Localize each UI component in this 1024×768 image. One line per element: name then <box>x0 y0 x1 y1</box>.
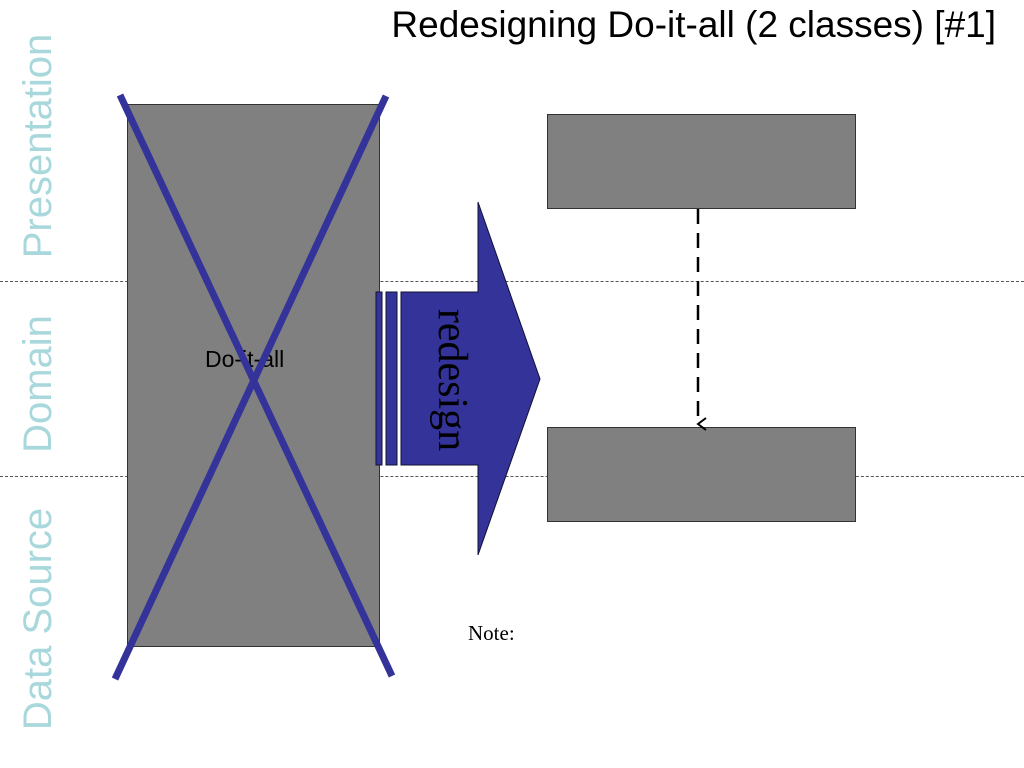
arrow-stripe <box>375 291 383 466</box>
arrow-stripe <box>385 291 398 466</box>
arrow-body <box>400 201 541 556</box>
note-label: Note: <box>468 621 515 645</box>
redesign-arrow-label: redesign <box>429 308 475 452</box>
slide-title: Redesigning Do-it-all (2 classes) [#1] <box>391 4 996 45</box>
domain-class-box <box>547 427 856 522</box>
cross-line <box>111 94 390 681</box>
cross-line <box>116 93 396 678</box>
layer-divider-presentation-domain <box>0 281 1024 282</box>
cross-out-mark <box>111 93 396 681</box>
layer-divider-domain-data-source <box>0 476 1024 477</box>
redesign-arrow <box>375 201 541 556</box>
presentation-class-box <box>547 114 856 209</box>
